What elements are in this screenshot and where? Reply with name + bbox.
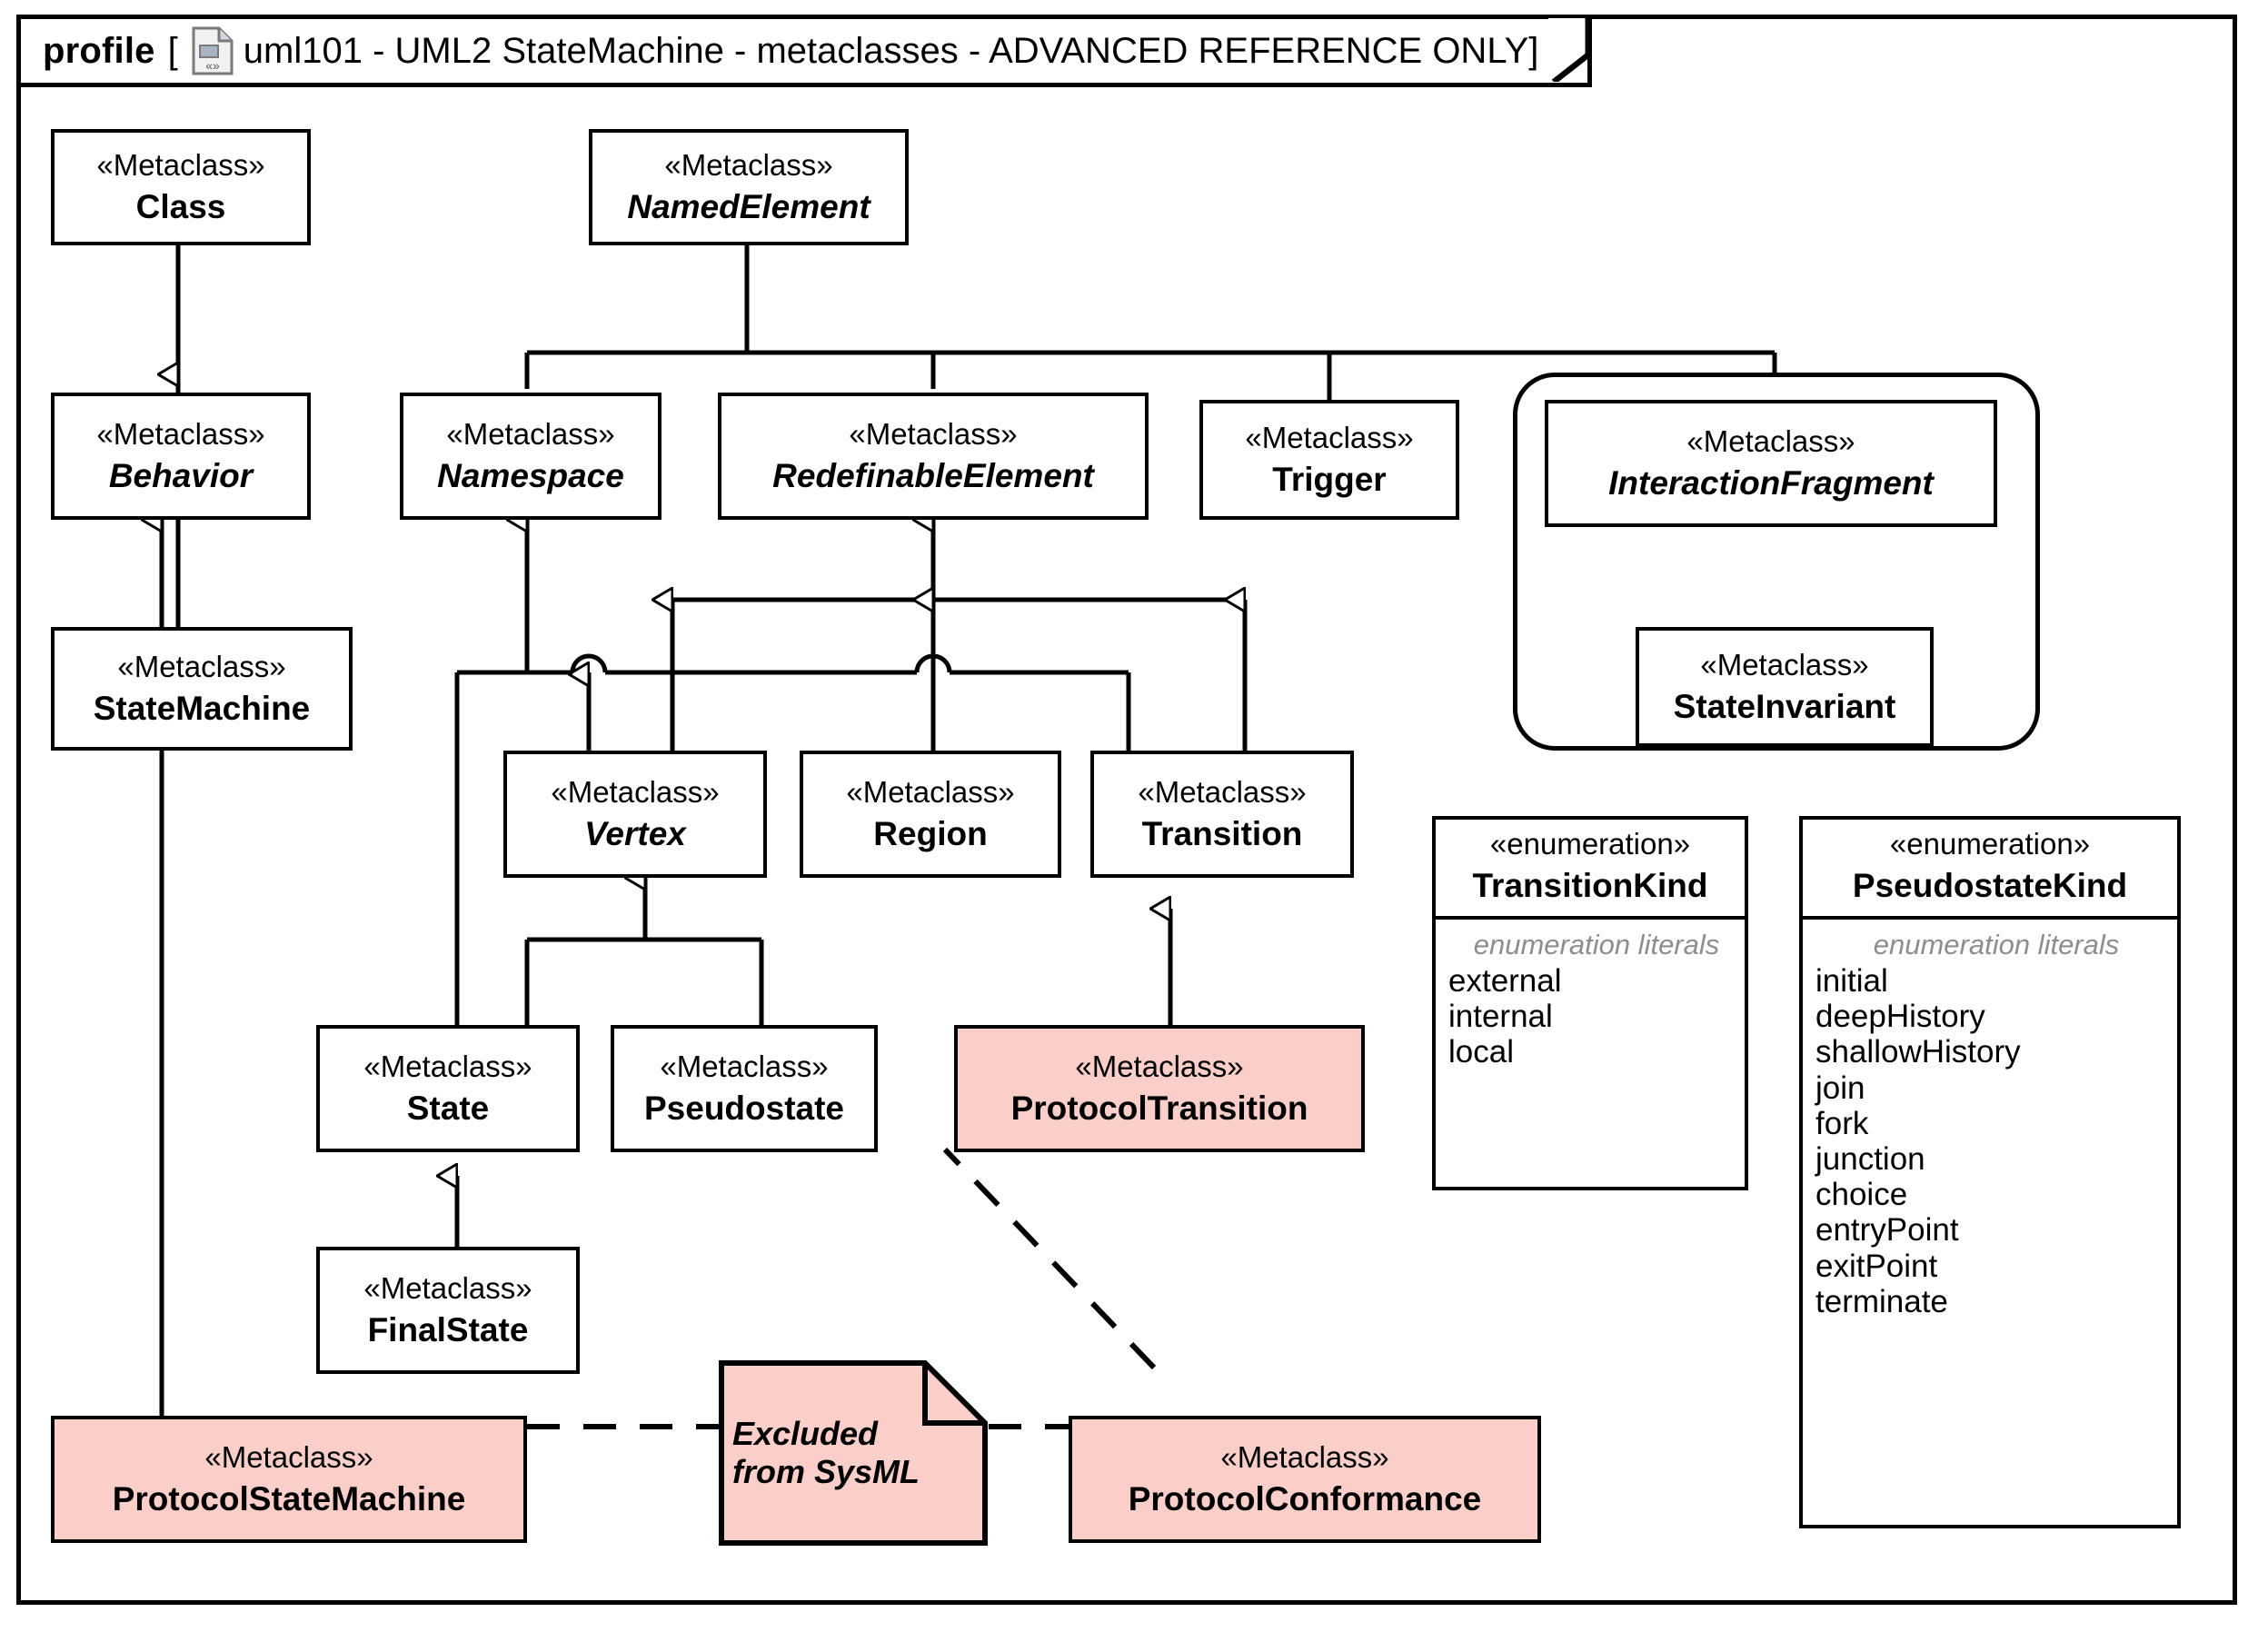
metaclass-box-state-machine[interactable]: «Metaclass» StateMachine xyxy=(51,627,353,751)
metaclass-box-trigger[interactable]: «Metaclass» Trigger xyxy=(1199,400,1459,520)
class-name-label: FinalState xyxy=(367,1310,529,1348)
metaclass-box-class[interactable]: «Metaclass» Class xyxy=(51,129,311,245)
class-name-label: Namespace xyxy=(437,456,624,494)
metaclass-box-protocol-transition[interactable]: «Metaclass» ProtocolTransition xyxy=(954,1025,1365,1152)
stereotype-label: «enumeration» xyxy=(1889,827,2091,861)
class-name-label: Region xyxy=(873,814,988,852)
class-name-label: InteractionFragment xyxy=(1608,463,1934,502)
metaclass-box-vertex[interactable]: «Metaclass» Vertex xyxy=(503,751,767,878)
stereotype-label: «Metaclass» xyxy=(1686,423,1855,458)
stereotype-label: «Metaclass» xyxy=(117,649,286,683)
stereotype-label: «enumeration» xyxy=(1489,827,1691,861)
enumeration-header: «enumeration» PseudostateKind xyxy=(1803,820,2177,920)
class-name-label: ProtocolStateMachine xyxy=(112,1479,466,1518)
stereotype-label: «Metaclass» xyxy=(846,774,1015,809)
enumeration-literal: initial xyxy=(1815,963,1888,999)
stereotype-label: «Metaclass» xyxy=(1075,1049,1244,1083)
profile-document-icon: «» xyxy=(191,25,234,76)
metaclass-box-state-invariant[interactable]: «Metaclass» StateInvariant xyxy=(1636,627,1934,747)
metaclass-box-protocol-conformance[interactable]: «Metaclass» ProtocolConformance xyxy=(1069,1416,1541,1543)
frame-header: profile [ «» uml101 - UML2 StateMachine … xyxy=(16,15,1592,87)
enumeration-literal: local xyxy=(1448,1034,1514,1070)
metaclass-box-region[interactable]: «Metaclass» Region xyxy=(800,751,1061,878)
stereotype-label: «Metaclass» xyxy=(204,1439,373,1474)
stereotype-label: «Metaclass» xyxy=(660,1049,829,1083)
enumeration-literal: external xyxy=(1448,963,1562,999)
stereotype-label: «Metaclass» xyxy=(849,416,1018,451)
bracket-close: ] xyxy=(1528,30,1539,71)
enumeration-literal: choice xyxy=(1815,1177,1908,1213)
enumeration-header: «enumeration» TransitionKind xyxy=(1436,820,1745,920)
class-name-label: Transition xyxy=(1141,814,1303,852)
enumeration-literal: fork xyxy=(1815,1105,1869,1141)
enumeration-box-transition-kind[interactable]: «enumeration» TransitionKind enumeration… xyxy=(1432,816,1748,1190)
enumeration-literal: internal xyxy=(1448,999,1553,1035)
class-name-label: StateMachine xyxy=(93,689,311,727)
compartment-label: enumeration literals xyxy=(1473,929,1720,960)
metaclass-box-named-element[interactable]: «Metaclass» NamedElement xyxy=(589,129,909,245)
class-name-label: State xyxy=(406,1089,490,1127)
note-excluded-from-sysml[interactable]: Excluded from SysML xyxy=(718,1359,989,1547)
class-name-label: ProtocolTransition xyxy=(1010,1089,1308,1127)
metaclass-box-transition[interactable]: «Metaclass» Transition xyxy=(1090,751,1354,878)
enumeration-literal: terminate xyxy=(1815,1283,1948,1319)
metaclass-box-behavior[interactable]: «Metaclass» Behavior xyxy=(51,393,311,520)
frame-title-text: uml101 - UML2 StateMachine - metaclasses… xyxy=(243,30,1529,71)
stereotype-label: «Metaclass» xyxy=(1220,1439,1389,1474)
compartment-label: enumeration literals xyxy=(1873,929,2120,960)
class-name-label: StateInvariant xyxy=(1673,687,1896,725)
enumeration-literal: shallowHistory xyxy=(1815,1034,2021,1070)
note-shape xyxy=(719,1360,988,1546)
enumeration-literal: entryPoint xyxy=(1815,1212,1959,1249)
note-line-1: Excluded xyxy=(732,1415,879,1453)
stereotype-label: «Metaclass» xyxy=(446,416,615,451)
metaclass-box-state[interactable]: «Metaclass» State xyxy=(316,1025,580,1152)
enumeration-literal: junction xyxy=(1815,1140,1925,1177)
stereotype-label: «Metaclass» xyxy=(1700,647,1869,682)
stereotype-label: «Metaclass» xyxy=(1245,420,1414,454)
class-name-label: NamedElement xyxy=(627,187,870,225)
class-name-label: Class xyxy=(135,187,226,225)
enumeration-literal: join xyxy=(1815,1070,1865,1106)
enumeration-literals-compartment: enumeration literals external internal l… xyxy=(1436,920,1745,1187)
stereotype-label: «Metaclass» xyxy=(1138,774,1307,809)
note-line-2: from SysML xyxy=(732,1453,920,1490)
note-text: Excluded from SysML xyxy=(718,1359,989,1547)
class-name-label: Behavior xyxy=(108,456,254,494)
metaclass-box-pseudostate[interactable]: «Metaclass» Pseudostate xyxy=(611,1025,878,1152)
enumeration-literal: deepHistory xyxy=(1815,999,1985,1035)
stereotype-label: «Metaclass» xyxy=(96,147,265,182)
stereotype-label: «Metaclass» xyxy=(664,147,833,182)
class-name-label: Vertex xyxy=(584,814,686,852)
enumeration-name-label: TransitionKind xyxy=(1472,867,1708,904)
metaclass-box-namespace[interactable]: «Metaclass» Namespace xyxy=(400,393,662,520)
enumeration-literals-compartment: enumeration literals initial deepHistory… xyxy=(1803,920,2177,1525)
metaclass-box-final-state[interactable]: «Metaclass» FinalState xyxy=(316,1247,580,1374)
metaclass-box-redefinable-element[interactable]: «Metaclass» RedefinableElement xyxy=(718,393,1149,520)
bracket-open: [ xyxy=(167,30,178,71)
stereotype-label: «Metaclass» xyxy=(363,1270,532,1305)
enumeration-box-pseudostate-kind[interactable]: «enumeration» PseudostateKind enumeratio… xyxy=(1799,816,2181,1528)
metaclass-box-protocol-state-machine[interactable]: «Metaclass» ProtocolStateMachine xyxy=(51,1416,527,1543)
svg-text:«»: «» xyxy=(205,58,220,73)
enumeration-name-label: PseudostateKind xyxy=(1852,867,2128,904)
frame-kind-label: profile xyxy=(43,30,155,71)
metaclass-box-interaction-fragment[interactable]: «Metaclass» InteractionFragment xyxy=(1545,400,1997,527)
stereotype-label: «Metaclass» xyxy=(96,416,265,451)
class-name-label: Trigger xyxy=(1272,460,1387,498)
stereotype-label: «Metaclass» xyxy=(363,1049,532,1083)
class-name-label: Pseudostate xyxy=(643,1089,844,1127)
class-name-label: ProtocolConformance xyxy=(1128,1479,1482,1518)
stereotype-label: «Metaclass» xyxy=(551,774,720,809)
frame-header-corner xyxy=(1548,18,1588,82)
enumeration-literal: exitPoint xyxy=(1815,1248,1938,1284)
frame-title-label: uml101 - UML2 StateMachine - metaclasses… xyxy=(244,31,1539,72)
class-name-label: RedefinableElement xyxy=(772,456,1094,494)
